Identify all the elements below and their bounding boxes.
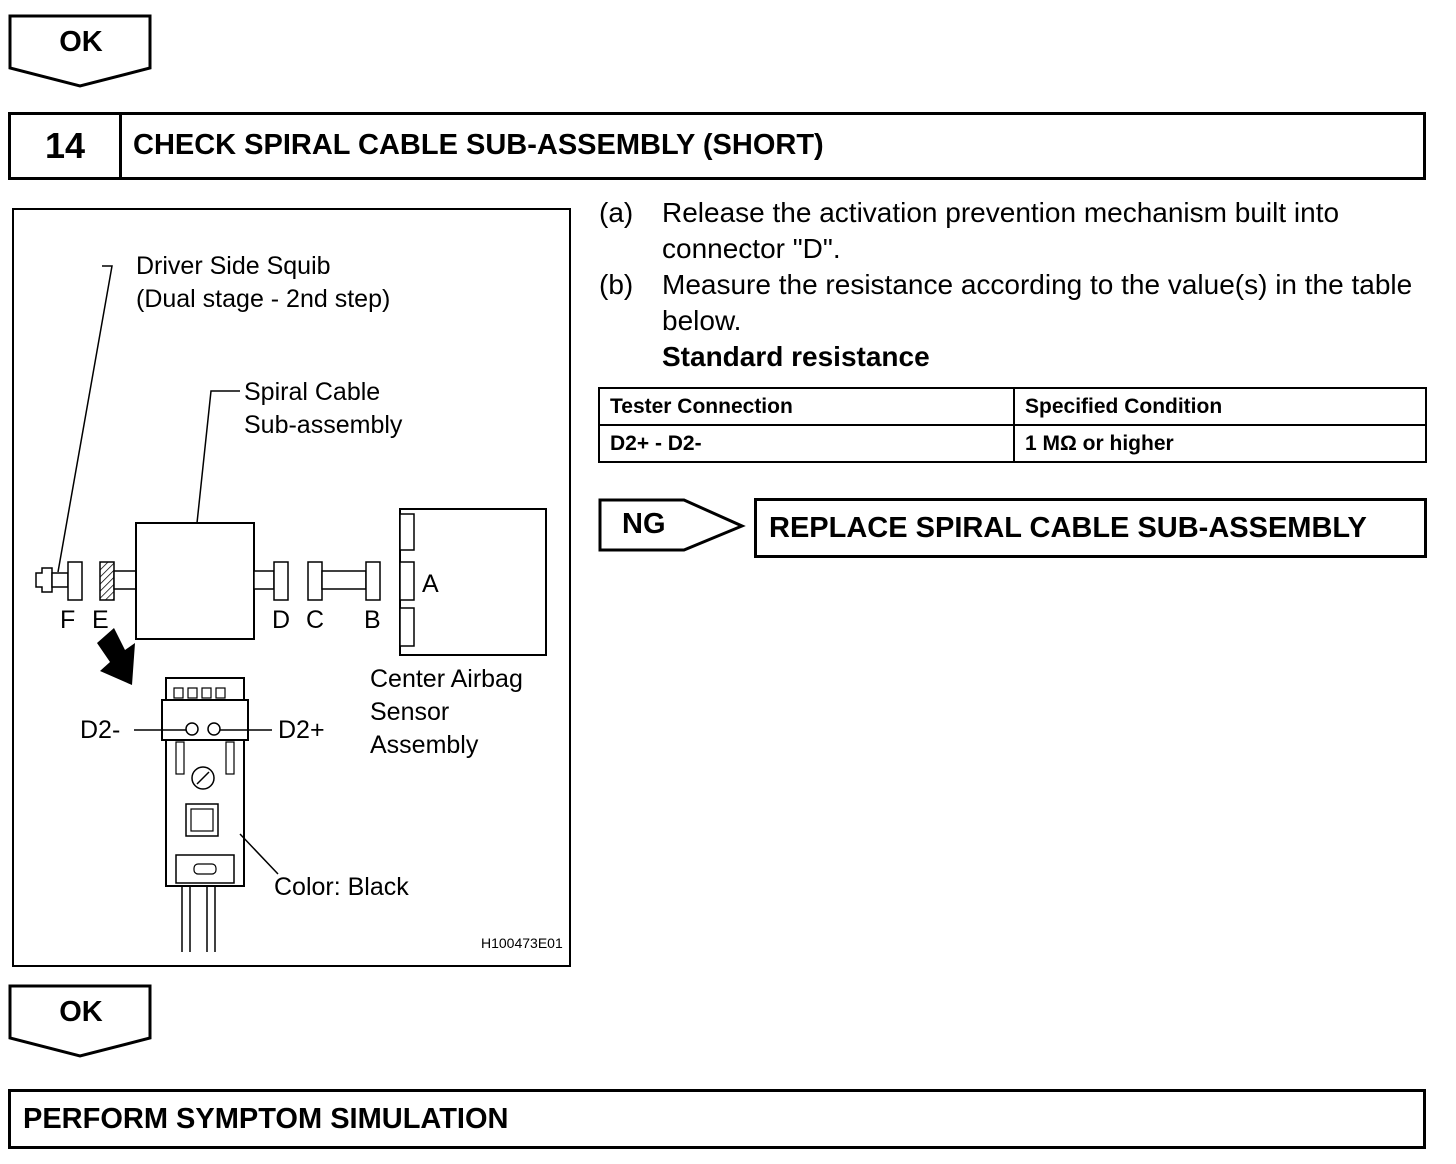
ok-label-bottom: OK	[59, 996, 103, 1028]
figure-code: H100473E01	[481, 935, 563, 951]
label-connector-d: D	[272, 606, 291, 634]
step-number: 14	[11, 115, 122, 177]
label-driver-side-squib: Driver Side Squib	[136, 252, 331, 280]
label-assembly: Assembly	[370, 731, 479, 759]
instruction-text: Release the activation prevention mechan…	[662, 197, 1340, 264]
ng-arrow-shape	[598, 498, 746, 552]
instruction-a: (a) Release the activation prevention me…	[599, 195, 1429, 267]
label-color-black: Color: Black	[274, 873, 409, 901]
label-d2-plus: D2+	[278, 716, 325, 744]
instruction-letter: (a)	[599, 197, 634, 228]
instruction-text: Measure the resistance according to the …	[662, 269, 1413, 336]
label-sensor: Sensor	[370, 698, 450, 726]
label-connector-f: F	[60, 606, 76, 634]
ok-arrow-bottom[interactable]: OK	[8, 984, 154, 1058]
step-title: CHECK SPIRAL CABLE SUB-ASSEMBLY (SHORT)	[133, 129, 824, 161]
next-step-box: PERFORM SYMPTOM SIMULATION	[8, 1089, 1426, 1149]
ng-label: NG	[622, 508, 666, 540]
table-header-cell: Specified Condition	[1013, 387, 1427, 426]
instruction-b: (b) Measure the resistance according to …	[599, 267, 1429, 339]
illustration-frame: Driver Side Squib (Dual stage - 2nd step…	[12, 208, 571, 967]
resistance-table: Tester Connection Specified Condition D2…	[598, 387, 1427, 463]
label-dual-stage: (Dual stage - 2nd step)	[136, 285, 391, 313]
table-header-cell: Tester Connection	[598, 387, 1015, 426]
label-connector-b: B	[364, 606, 381, 634]
ok-arrow-shape	[8, 984, 152, 1058]
label-connector-c: C	[306, 606, 325, 634]
table-cell: D2+ - D2-	[598, 424, 1015, 463]
label-spiral-cable: Spiral Cable	[244, 378, 381, 406]
label-connector-e: E	[92, 606, 109, 634]
ng-action-box: REPLACE SPIRAL CABLE SUB-ASSEMBLY	[754, 498, 1427, 558]
standard-heading: Standard resistance	[662, 341, 930, 372]
label-center-airbag: Center Airbag	[370, 665, 523, 693]
connector-diagram	[35, 265, 547, 952]
table-row: D2+ - D2- 1 MΩ or higher	[598, 424, 1427, 463]
step-header: 14 CHECK SPIRAL CABLE SUB-ASSEMBLY (SHOR…	[8, 112, 1426, 180]
ok-label-top: OK	[59, 26, 103, 58]
label-d2-minus: D2-	[80, 716, 121, 744]
ok-arrow-shape	[8, 14, 152, 88]
label-connector-a: A	[422, 570, 439, 598]
table-header-row: Tester Connection Specified Condition	[598, 387, 1427, 426]
label-sub-assembly: Sub-assembly	[244, 411, 403, 439]
table-cell: 1 MΩ or higher	[1013, 424, 1427, 463]
ok-arrow-top[interactable]: OK	[8, 14, 154, 88]
instruction-letter: (b)	[599, 269, 634, 300]
ng-arrow[interactable]: NG	[598, 498, 746, 554]
